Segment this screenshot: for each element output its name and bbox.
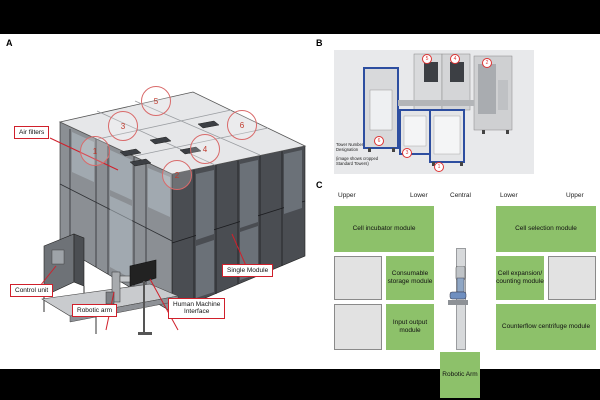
tower-caption-line1: Tower Number [336, 142, 364, 147]
empty-slot-upper-left-mid [334, 256, 382, 300]
header-lower-right: Lower [500, 192, 518, 199]
module-input-output: Input output module [386, 304, 434, 350]
tower-number-4: 4 [450, 54, 460, 64]
callout-robotic-arm: Robotic arm [72, 304, 118, 318]
robot-arm-icon [448, 266, 468, 305]
module-number-2: 2 [162, 160, 192, 190]
callout-hmi-line1: Human Machine [173, 301, 221, 308]
tower-number-5: 5 [422, 54, 432, 64]
tower-caption-line4: Standard Towers) [336, 160, 369, 166]
cabinet-illustration [39, 91, 307, 335]
header-lower-left: Lower [410, 192, 428, 199]
module-number-4: 4 [190, 134, 220, 164]
tower-number-6: 6 [374, 136, 384, 146]
module-robotic-arm: Robotic Arm [440, 352, 480, 398]
callout-single-module: Single Module [222, 264, 274, 278]
module-consumable-storage: Consumable storage module [386, 256, 434, 300]
tower-caption-line2: Designation [336, 147, 359, 153]
module-number-6: 6 [227, 110, 257, 140]
module-counterflow-centrifuge: Counterflow centrifuge module [496, 304, 596, 350]
header-upper-right: Upper [566, 192, 584, 199]
tower-caption: Tower Number Designation (image shows cr… [336, 142, 378, 166]
empty-slot-upper-left-bottom [334, 304, 382, 350]
callout-hmi: Human Machine Interface [168, 298, 226, 319]
tower-caption-line3: (image shows cropped [336, 155, 379, 161]
module-cell-expansion: Cell expansion/ counting module [496, 256, 544, 300]
module-cell-selection: Cell selection module [496, 206, 596, 252]
tower-photo: 5 4 2 6 3 1 Tower Number Designation (im… [334, 50, 534, 174]
header-central: Central [450, 192, 471, 199]
panel-label-a: A [6, 38, 13, 48]
callout-air-filters: Air filters [14, 126, 50, 140]
panel-label-b: B [316, 38, 323, 48]
empty-slot-upper-right-mid [548, 256, 596, 300]
panel-label-c: C [316, 180, 323, 190]
tower-number-1: 1 [434, 162, 444, 172]
header-upper-left: Upper [338, 192, 356, 199]
module-number-1: 1 [80, 136, 110, 166]
module-number-3: 3 [108, 111, 138, 141]
callout-hmi-line2: Interface [184, 308, 210, 316]
figure-canvas: A [0, 34, 600, 398]
module-number-5: 5 [141, 86, 171, 116]
tower-number-2: 2 [482, 58, 492, 68]
module-cell-incubator: Cell incubator module [334, 206, 434, 252]
tower-photo-drawing [334, 50, 534, 174]
callout-control-unit: Control unit [10, 284, 54, 298]
tower-number-3: 3 [402, 148, 412, 158]
